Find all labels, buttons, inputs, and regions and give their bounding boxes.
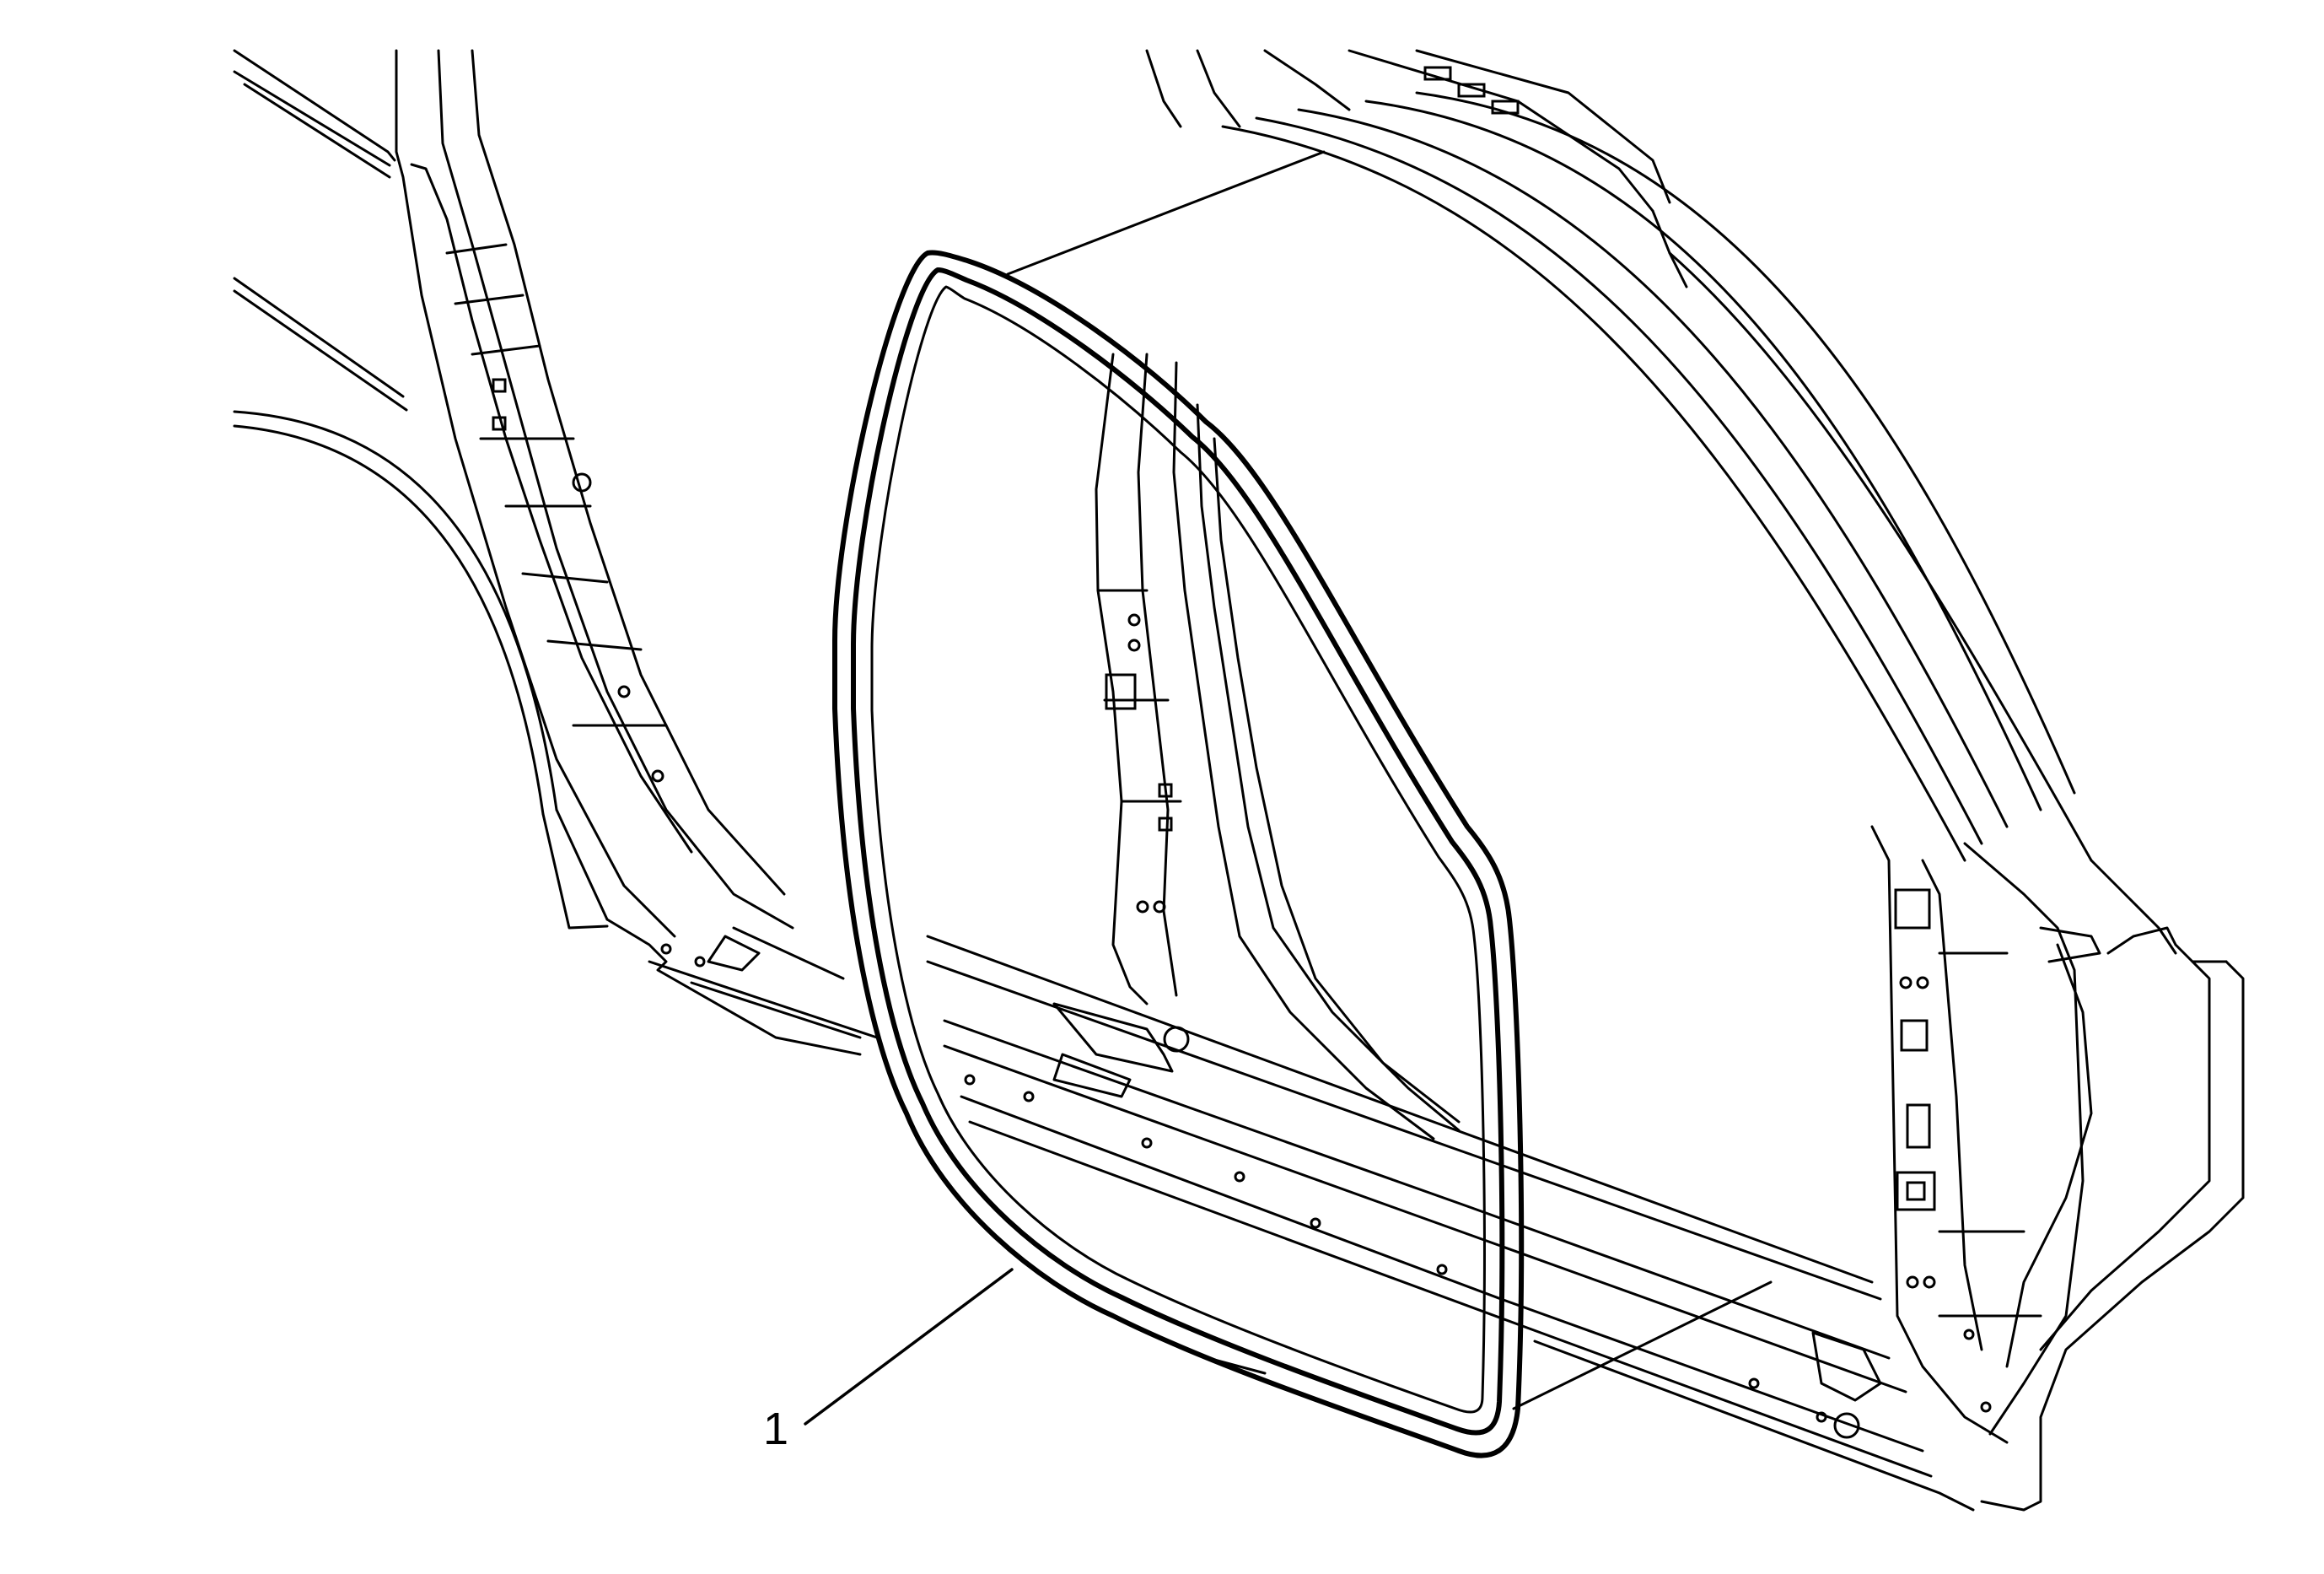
door-weatherstrip <box>832 250 1525 1458</box>
callout-1: 1 <box>763 1268 1014 1454</box>
callout-1-label: 1 <box>763 1404 788 1454</box>
callout-1-leader <box>804 1268 1014 1426</box>
front-body-panel <box>1145 49 2245 1512</box>
alignment-lines <box>1006 150 1773 1410</box>
center-pillar <box>1095 353 1461 1140</box>
rocker-sill <box>926 935 1975 1512</box>
rear-body-panel <box>233 49 879 1056</box>
